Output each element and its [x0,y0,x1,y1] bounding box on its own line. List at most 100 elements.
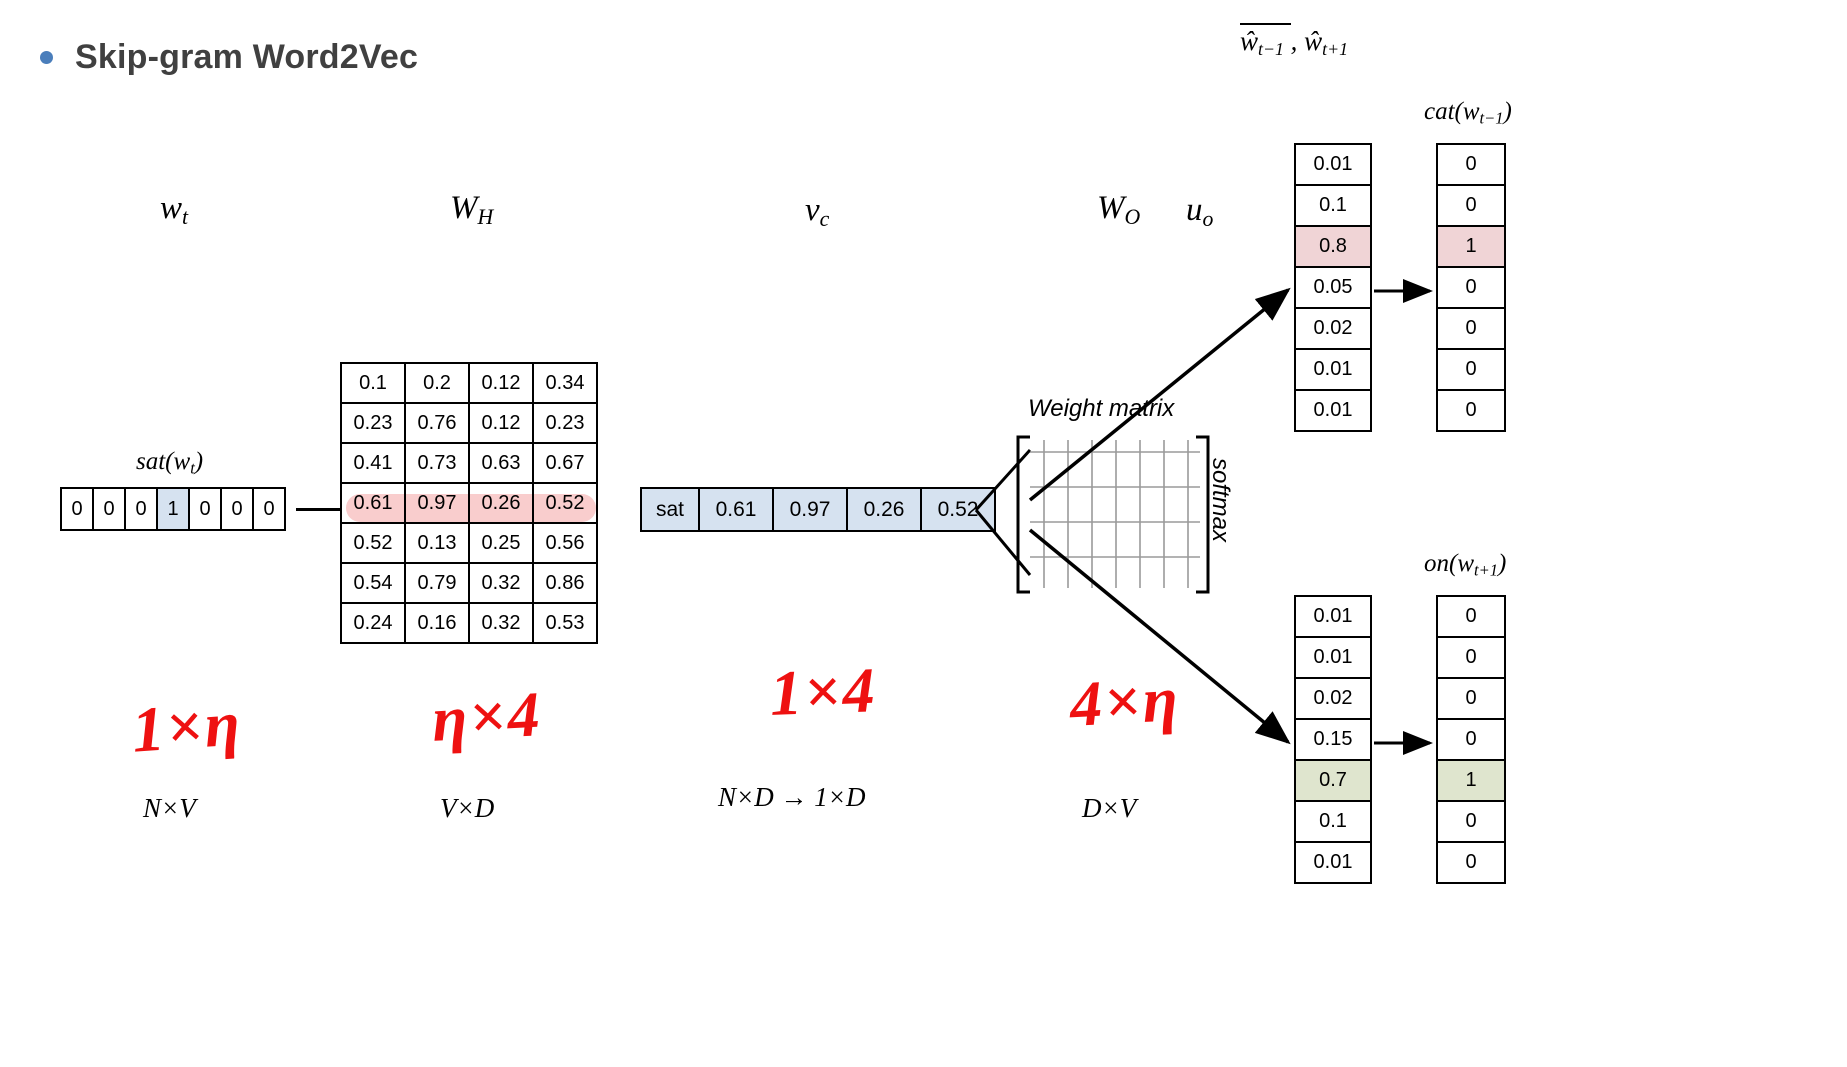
label-W-O-base: W [1097,190,1125,226]
input-onehot-cell: 1 [156,487,190,531]
output-bottom-probability-cell: 0.1 [1294,800,1372,843]
label-W-H-base: W [450,190,478,226]
output-top-onehot-cell: 0 [1436,266,1506,309]
output-top-probability-cell: 0.01 [1294,348,1372,391]
label-predicted-context-words: ŵt−1 , ŵt+1 [1240,23,1349,60]
output-top-probability-cell: 0.8 [1294,225,1372,268]
input-onehot-cell: 0 [188,487,222,531]
label-w-t-sub: t [182,205,189,230]
input-onehot-cell: 0 [92,487,126,531]
input-onehot-cell: 0 [124,487,158,531]
output-bottom-word-base: on(w [1424,550,1474,577]
annotation-input-dims: 1×η [129,687,244,766]
hidden-matrix-cell: 0.26 [468,482,534,524]
hidden-matrix-cell: 0.23 [340,402,406,444]
hidden-matrix-cell: 0.73 [404,442,470,484]
hidden-matrix-cell: 0.67 [532,442,598,484]
input-onehot-cell: 0 [60,487,94,531]
dimension-output: D×V [1082,793,1137,823]
output-top-probability-cell: 0.01 [1294,143,1372,186]
label-W-O-sub: O [1124,205,1141,230]
embedding-value-cell: 0.52 [920,487,996,532]
bullet-icon [40,51,53,64]
output-bottom-word-sub: t+1 [1474,560,1498,580]
input-onehot-cell: 0 [252,487,286,531]
label-W-H-sub: H [477,205,494,230]
hidden-matrix-cell: 0.34 [532,362,598,404]
weight-matrix-bracket-left [1016,435,1030,594]
hidden-matrix-cell: 0.2 [404,362,470,404]
label-v-c-base: v [805,192,820,228]
output-top-word-sub: t−1 [1479,108,1504,128]
label-v-c-sub: c [819,207,830,232]
hidden-matrix-cell: 0.12 [468,362,534,404]
dimension-hidden: V×D [440,793,495,823]
label-v-c: vc [805,192,829,232]
output-top-probability-cell: 0.05 [1294,266,1372,309]
output-top-onehot-cell: 0 [1436,389,1506,432]
hat-w2-sub: t+1 [1322,38,1349,59]
annotation-embedding-dims: 1×4 [768,654,878,729]
output-bottom-probability-cell: 0.01 [1294,595,1372,638]
input-onehot-cell: 0 [220,487,254,531]
hidden-matrix-cell: 0.97 [404,482,470,524]
embedding-word-cell: sat [640,487,700,532]
output-bottom-probability-cell: 0.01 [1294,636,1372,679]
hidden-matrix-cell: 0.13 [404,522,470,564]
output-top-probability-cell: 0.02 [1294,307,1372,350]
output-top-word-label: cat(wt−1) [1424,98,1512,129]
softmax-label: softmax [1207,458,1234,543]
hat-separator: , ŵ [1290,26,1323,56]
hidden-matrix-cell: 0.63 [468,442,534,484]
input-word-label: sat(wt) [136,448,203,479]
hidden-matrix-cell: 0.12 [468,402,534,444]
embedding-value-cell: 0.26 [846,487,922,532]
hidden-matrix-cell: 0.53 [532,602,598,644]
output-top-onehot-cell: 1 [1436,225,1506,268]
output-bottom-probability-cell: 0.7 [1294,759,1372,802]
hidden-matrix-cell: 0.25 [468,522,534,564]
hidden-matrix-cell: 0.16 [404,602,470,644]
label-W-H: WH [450,190,493,230]
output-top-onehot-cell: 0 [1436,184,1506,227]
label-u-o-sub: o [1202,207,1214,232]
hidden-matrix-cell: 0.24 [340,602,406,644]
input-word-label-base: sat(w [136,448,191,475]
hidden-matrix-cell: 0.52 [532,482,598,524]
label-u-o-base: u [1186,192,1203,228]
hat-w1: ŵt−1 [1240,23,1291,59]
output-bottom-onehot-cell: 0 [1436,677,1506,720]
hat-w1-base: ŵ [1240,26,1259,56]
output-top-word-end: ) [1503,98,1512,125]
output-bottom-onehot-cell: 0 [1436,718,1506,761]
hat-w1-sub: t−1 [1258,38,1284,59]
embedding-value-cell: 0.97 [772,487,848,532]
output-top-word-base: cat(w [1424,98,1480,125]
page-title: Skip-gram Word2Vec [75,38,419,76]
output-bottom-probability-cell: 0.15 [1294,718,1372,761]
output-bottom-word-label: on(wt+1) [1424,550,1506,581]
output-bottom-word-end: ) [1497,550,1507,577]
label-w-t: wt [160,190,188,230]
dimension-embedding: N×D → 1×D [718,782,866,812]
output-top-onehot-cell: 0 [1436,348,1506,391]
label-u-o: uo [1186,192,1213,232]
hidden-matrix-cell: 0.32 [468,602,534,644]
embedding-value-cell: 0.61 [698,487,774,532]
hidden-matrix-cell: 0.52 [340,522,406,564]
slide-title-row: Skip-gram Word2Vec [40,38,418,77]
output-top-probability-cell: 0.1 [1294,184,1372,227]
weight-matrix-grid [1030,440,1200,588]
hidden-matrix-cell: 0.41 [340,442,406,484]
hidden-matrix-cell: 0.32 [468,562,534,604]
hidden-row-highlight [346,494,596,522]
output-bottom-probability-cell: 0.01 [1294,841,1372,884]
